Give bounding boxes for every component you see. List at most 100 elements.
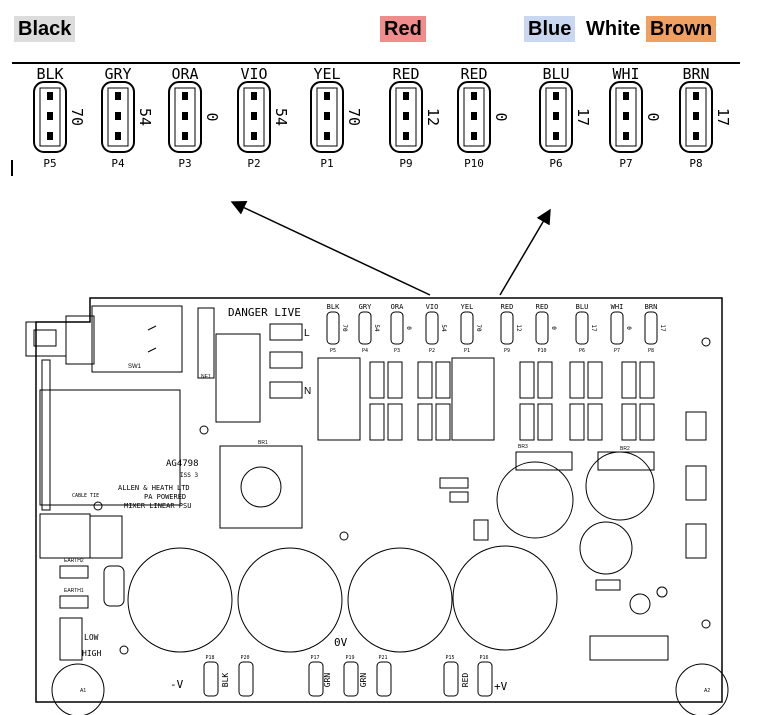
connector-slot xyxy=(174,87,196,147)
pin-label: P4 xyxy=(111,157,125,170)
fuse-clip xyxy=(417,361,433,399)
connector-pin xyxy=(623,112,629,120)
fuse-holder-2 xyxy=(269,351,303,369)
board-outline xyxy=(35,297,723,703)
diode xyxy=(595,579,621,591)
fuse-bank xyxy=(369,361,655,441)
voltage-value: 54 xyxy=(440,324,447,332)
connector-housing xyxy=(500,311,514,345)
connector-pin xyxy=(553,92,559,100)
board-connector-row: BLK70P5GRY54P4ORA0P3VIO54P2YEL70P1RED12P… xyxy=(326,303,666,354)
wire-color-label: RED xyxy=(501,303,514,311)
pin-label: P19 xyxy=(345,655,354,661)
zoomed-connector-row: BLK70P5GRY54P4ORA0P3VIO54P2YEL70P1RED12P… xyxy=(33,65,732,170)
transistor xyxy=(473,519,489,541)
connector-slot xyxy=(685,87,707,147)
wire-color-label: BLK xyxy=(221,673,230,688)
neon-label: NE1 xyxy=(201,374,211,380)
connector-slot xyxy=(243,87,265,147)
voltage-value: 70 xyxy=(475,324,482,332)
pin-label: P6 xyxy=(549,157,562,170)
connector-pin xyxy=(251,112,257,120)
maker-label: ALLEN & HEATH LTD xyxy=(118,484,190,492)
issue-label: ISS 3 xyxy=(180,472,198,479)
test-point xyxy=(656,586,668,598)
fuse-clip xyxy=(621,403,637,441)
earth1-label: EARTH1 xyxy=(64,588,84,594)
br2-label: BR2 xyxy=(620,446,630,452)
voltage-value: 70 xyxy=(345,108,363,126)
danger-live-label: DANGER LIVE xyxy=(228,306,301,319)
wire-color-label: YEL xyxy=(313,65,340,83)
fix-hole xyxy=(701,337,711,347)
cable-tie-label: CABLE TIE xyxy=(72,493,99,499)
regulator-3 xyxy=(685,523,707,559)
bottom-connector: P18 xyxy=(203,655,219,697)
legend-brown: Brown xyxy=(646,16,717,42)
pointer-arrow-right xyxy=(499,208,551,296)
power-switch: SW1 xyxy=(25,305,183,373)
voltage-value: 0 xyxy=(550,326,557,330)
wire-color-label: GRY xyxy=(104,65,131,83)
pin-label: P6 xyxy=(579,348,585,354)
wire-color-label: GRN xyxy=(323,673,332,688)
br3-label: BR3 xyxy=(518,444,528,450)
wire-color-label: ORA xyxy=(391,303,404,311)
pin-label: P7 xyxy=(614,348,620,354)
relay-3 xyxy=(451,357,495,441)
pin-label: P4 xyxy=(362,348,368,354)
earth2-tab xyxy=(59,565,89,579)
connector-pin xyxy=(47,132,53,140)
voltage-value: 17 xyxy=(714,108,732,126)
fix-hole xyxy=(701,619,711,629)
pin-label: P1 xyxy=(320,157,333,170)
fuse-holder-3 xyxy=(269,381,303,399)
connector-housing xyxy=(389,81,423,153)
connector-housing xyxy=(101,81,135,153)
capacitor-c22 xyxy=(585,451,655,521)
capacitor-c13 xyxy=(452,545,558,651)
fuse-clip xyxy=(369,361,385,399)
switch-label: SW1 xyxy=(128,364,142,370)
pointer-arrow-left xyxy=(230,200,431,296)
connector-housing xyxy=(308,661,324,697)
connector-slot xyxy=(316,87,338,147)
voltage-value: 0 xyxy=(203,112,221,121)
voltage-value: 0 xyxy=(625,326,632,330)
connector-pin xyxy=(471,132,477,140)
neutral-label: N xyxy=(304,386,311,397)
voltage-value: 0 xyxy=(644,112,662,121)
voltage-value: 70 xyxy=(68,108,86,126)
connector-pin xyxy=(324,132,330,140)
plus-v-label: +V xyxy=(494,680,508,693)
regulator-1 xyxy=(685,411,707,441)
pin-label: P5 xyxy=(43,157,56,170)
bottom-connector: P16 xyxy=(477,655,493,697)
legend-black: Black xyxy=(14,16,76,42)
resistor xyxy=(449,491,469,503)
wire-color-label: BRN xyxy=(682,65,709,83)
voltage-value: 54 xyxy=(272,108,290,126)
connector-pin xyxy=(471,112,477,120)
connector-housing xyxy=(535,311,549,345)
connector-housing xyxy=(610,311,624,345)
wire-color-label: GRN xyxy=(359,673,368,688)
connector-pin xyxy=(553,112,559,120)
voltage-selector xyxy=(59,617,83,661)
bottom-connector: P19 xyxy=(343,655,359,697)
connector-pin xyxy=(623,132,629,140)
connector-pin xyxy=(403,92,409,100)
br1-label: BR1 xyxy=(258,440,268,446)
connector-pin xyxy=(182,92,188,100)
pin-label: P5 xyxy=(330,348,336,354)
pin-label: P7 xyxy=(619,157,632,170)
legend-blue: Blue xyxy=(524,16,576,42)
wire-color-label: RED xyxy=(392,65,419,83)
pin-label: P9 xyxy=(504,348,510,354)
connector-housing xyxy=(237,81,271,153)
